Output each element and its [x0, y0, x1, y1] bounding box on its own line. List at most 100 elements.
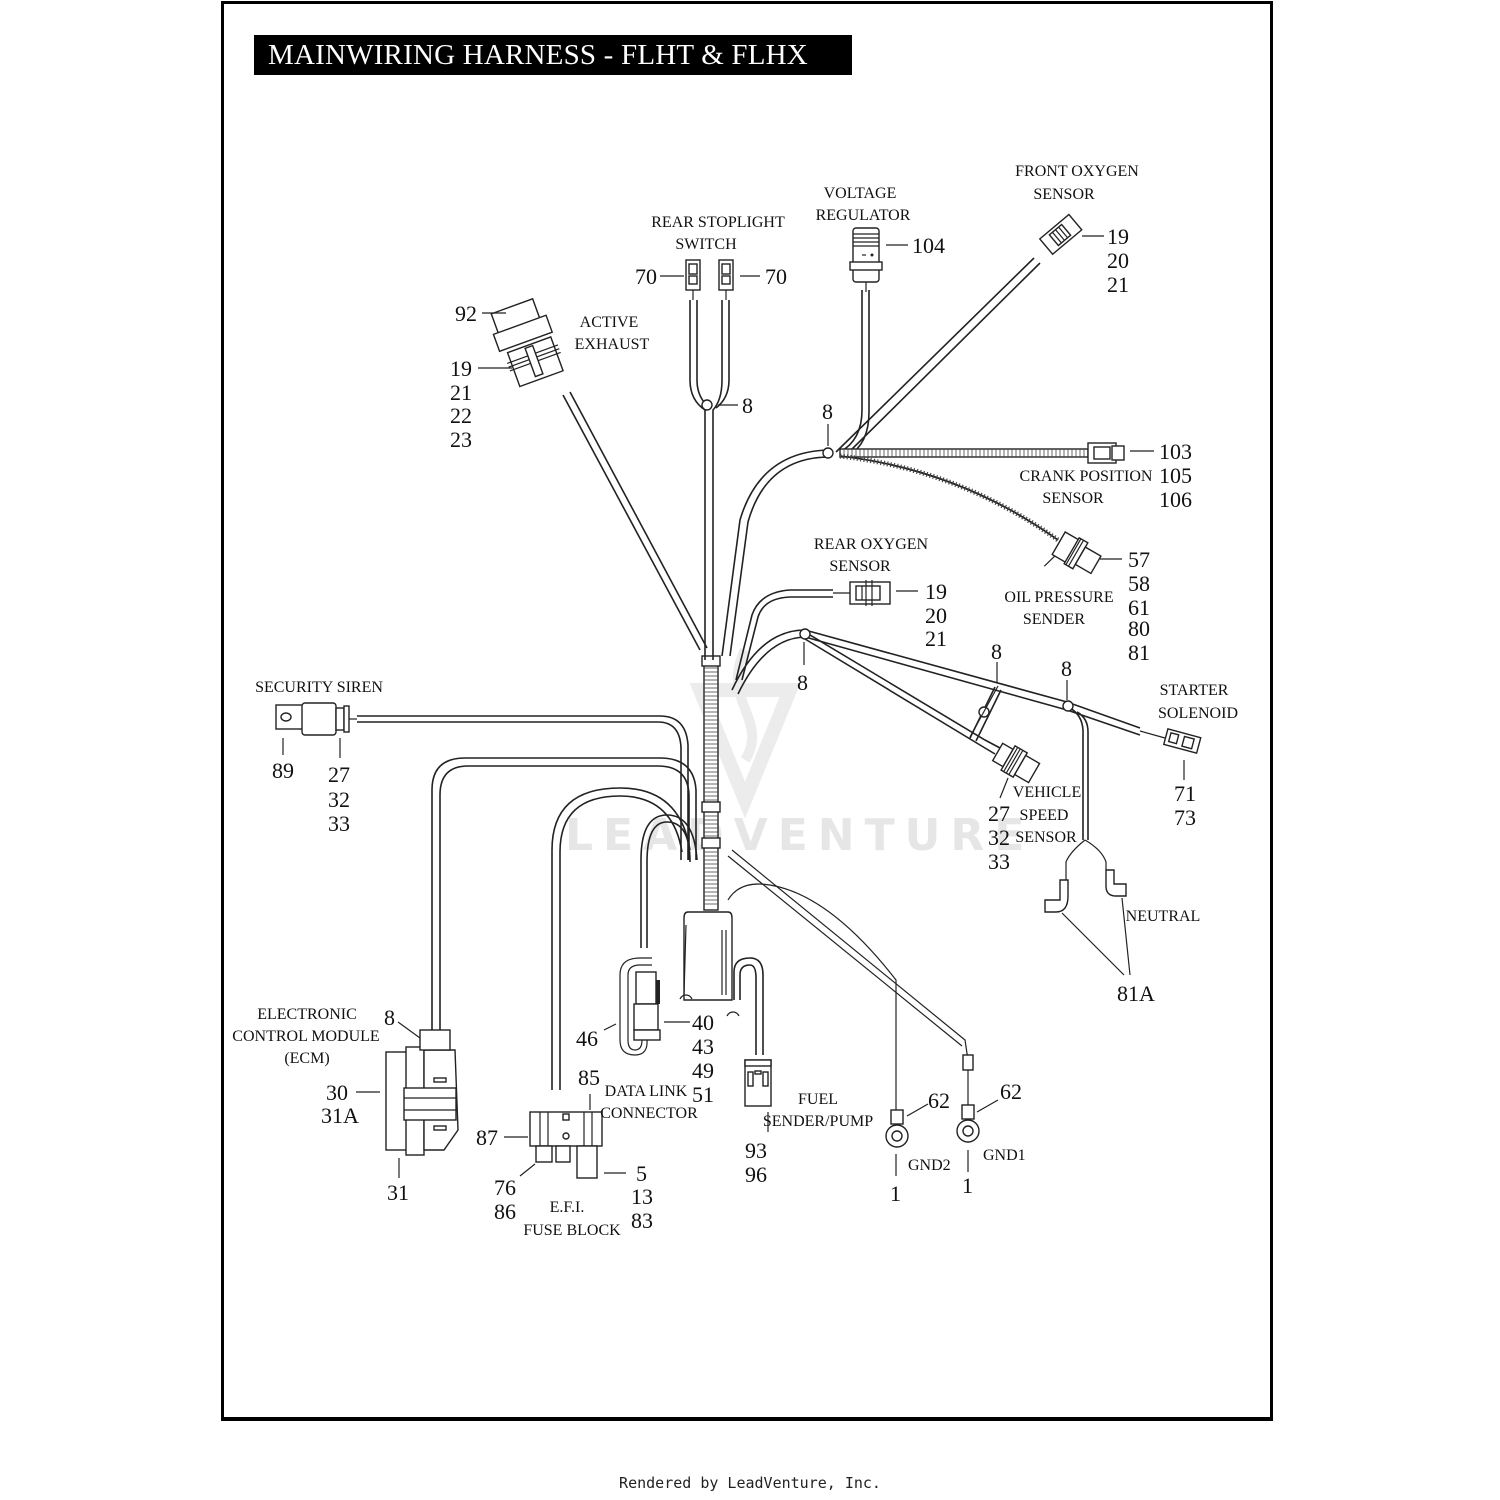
callout-data-link-right: 51 [692, 1082, 714, 1107]
callout-oil-pressure: 61 [1128, 595, 1150, 620]
label-ecm: ELECTRONIC [257, 1006, 357, 1023]
label-voltage-regulator: VOLTAGE [824, 185, 897, 202]
crank-position-sensor-connector [1087, 442, 1125, 464]
footer-credit: Rendered by LeadVenture, Inc. [619, 1474, 881, 1492]
callout-fuel-pump: 96 [745, 1162, 767, 1187]
vehicle-speed-sensor-connector [991, 742, 1041, 784]
callout-neutral: 81A [1117, 981, 1155, 1006]
page-title: MAINWIRING HARNESS - FLHT & FLHX [254, 35, 852, 75]
callout-fuse-block-right: 13 [631, 1184, 653, 1209]
label-neutral: NEUTRAL [1126, 908, 1201, 925]
callout-security-siren-right: 27 [328, 762, 350, 787]
label-gnd1: GND1 [983, 1147, 1026, 1164]
label-vehicle-speed-sensor-2: SPEED [1020, 807, 1069, 824]
label-active-exhaust-2: EXHAUST [575, 336, 650, 353]
label-rear-oxygen-sensor-2: SENSOR [829, 558, 891, 575]
label-rear-oxygen-sensor: REAR OXYGEN [814, 536, 929, 553]
callout-ecm-clip: 8 [384, 1005, 395, 1030]
label-efi-fuse-block-2: FUSE BLOCK [523, 1222, 621, 1239]
label-active-exhaust: ACTIVE [580, 314, 639, 331]
label-rear-stoplight-switch: REAR STOPLIGHT [651, 214, 785, 231]
label-efi-fuse-block: E.F.I. [550, 1199, 585, 1216]
callout-ecm: 30 [326, 1080, 348, 1105]
voltage-regulator-connector [849, 227, 883, 292]
label-vehicle-speed-sensor-3: SENSOR [1015, 829, 1077, 846]
callout-active-exhaust: 21 [450, 380, 472, 405]
callout-oil-pressure: 81 [1128, 640, 1150, 665]
rear-oxygen-sensor-connector [833, 580, 891, 606]
callout-ecm-bottom: 31 [387, 1180, 409, 1205]
callout-clip: 8 [822, 399, 833, 424]
callout-active-exhaust: 19 [450, 356, 472, 381]
label-starter-solenoid: STARTER [1160, 682, 1229, 699]
callout-fuse-block-right: 5 [636, 1161, 647, 1186]
label-data-link-connector-2: CONNECTOR [600, 1105, 698, 1122]
callout-data-link-right: 49 [692, 1058, 714, 1083]
neutral-switch-connectors [1044, 869, 1127, 913]
callout-crank-position: 103 [1159, 439, 1192, 464]
callout-ecm: 31A [321, 1103, 359, 1128]
callout-front-oxygen: 19 [1107, 224, 1129, 249]
callout-clip: 8 [742, 393, 753, 418]
callout-security-siren-left: 89 [272, 758, 294, 783]
gnd1-terminal [956, 1054, 980, 1143]
efi-fuse-block [529, 1111, 603, 1179]
callout-clip: 8 [991, 639, 1002, 664]
callout-fuse-block-top: 85 [578, 1065, 600, 1090]
label-front-oxygen-sensor: FRONT OXYGEN [1015, 163, 1139, 180]
label-fuel-sender-pump: FUEL [798, 1091, 838, 1108]
label-voltage-regulator-2: REGULATOR [816, 207, 911, 224]
starter-solenoid-connector [1162, 728, 1202, 755]
label-ecm-2: CONTROL MODULE [232, 1028, 379, 1045]
callout-rear-oxygen: 20 [925, 603, 947, 628]
callout-numbers: 70 70 92 19 21 22 23 8 8 8 8 8 104 19 20… [272, 224, 1196, 1233]
callout-starter-solenoid: 73 [1174, 805, 1196, 830]
callout-stoplight-right: 70 [765, 264, 787, 289]
callout-front-oxygen: 20 [1107, 248, 1129, 273]
callout-vehicle-speed: 27 [988, 801, 1010, 826]
data-link-connector [619, 957, 661, 1056]
ecm-connector [385, 1029, 459, 1156]
clip-icon [822, 447, 834, 459]
callout-starter-solenoid: 71 [1174, 781, 1196, 806]
clips [701, 399, 1074, 738]
label-starter-solenoid-2: SOLENOID [1158, 705, 1238, 722]
label-crank-position-sensor-2: SENSOR [1042, 490, 1104, 507]
harness-junction-sleeve [683, 911, 733, 1001]
callout-gnd2: 1 [890, 1181, 901, 1206]
security-siren-connector [275, 702, 357, 736]
callout-fuse-block-bottom: 76 [494, 1175, 516, 1200]
front-oxygen-sensor-connector [1038, 213, 1083, 256]
label-oil-pressure-sender: OIL PRESSURE [1004, 589, 1113, 606]
callout-crank-position: 105 [1159, 463, 1192, 488]
label-front-oxygen-sensor-2: SENSOR [1033, 186, 1095, 203]
callout-oil-pressure: 57 [1128, 547, 1150, 572]
callout-gnd2-terminal: 62 [928, 1088, 950, 1113]
fuel-sender-pump-connector [744, 1059, 772, 1107]
label-fuel-sender-pump-2: SENDER/PUMP [763, 1113, 873, 1130]
label-ecm-3: (ECM) [284, 1050, 329, 1067]
leader-lines [282, 235, 1185, 1178]
watermark-text: LEADVENTURE [565, 810, 1034, 861]
callout-data-link-right: 43 [692, 1034, 714, 1059]
callout-security-siren-right: 32 [328, 787, 350, 812]
clip-icon [1062, 700, 1074, 712]
callout-rear-oxygen: 19 [925, 579, 947, 604]
callout-fuse-block-right: 83 [631, 1208, 653, 1233]
label-crank-position-sensor: CRANK POSITION [1020, 468, 1153, 485]
clip-icon [799, 628, 811, 640]
callout-active-exhaust: 22 [450, 403, 472, 428]
callout-active-exhaust: 23 [450, 427, 472, 452]
label-oil-pressure-sender-2: SENDER [1023, 611, 1086, 628]
callout-fuse-block-left: 87 [476, 1125, 498, 1150]
callout-data-link-left: 46 [576, 1026, 598, 1051]
callout-security-siren-right: 33 [328, 811, 350, 836]
callout-stoplight-left: 70 [635, 264, 657, 289]
label-data-link-connector: DATA LINK [605, 1083, 688, 1100]
callout-crank-position: 106 [1159, 487, 1192, 512]
callout-oil-pressure: 80 [1128, 616, 1150, 641]
callout-voltage-regulator: 104 [912, 233, 945, 258]
label-rear-stoplight-switch-2: SWITCH [675, 236, 737, 253]
clip-icon [701, 399, 713, 411]
